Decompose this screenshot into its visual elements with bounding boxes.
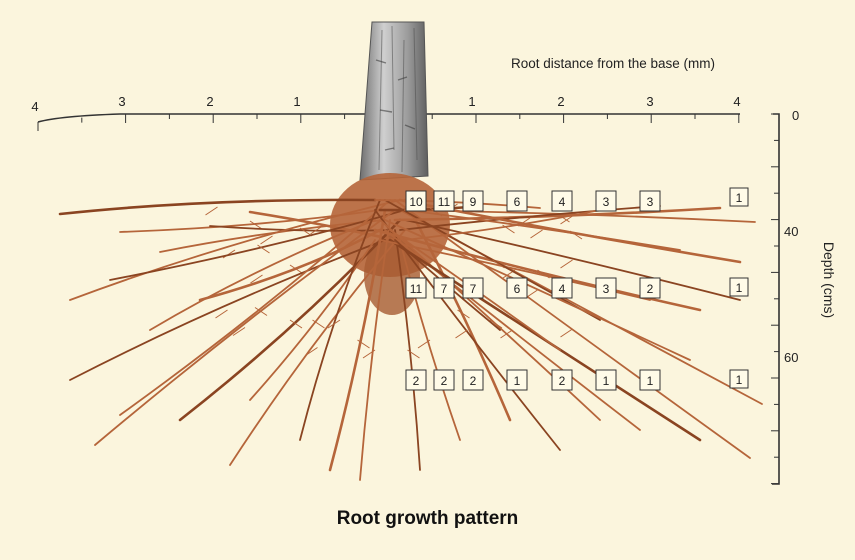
count-box: 2 (552, 370, 572, 390)
svg-text:4: 4 (559, 195, 566, 209)
svg-text:3: 3 (647, 195, 654, 209)
count-box: 2 (463, 370, 483, 390)
depth-tick-label: 0 (792, 108, 799, 123)
svg-text:4: 4 (559, 282, 566, 296)
depth-axis-minor-ticks (771, 114, 779, 484)
svg-text:1: 1 (514, 374, 521, 388)
count-box: 3 (596, 191, 616, 211)
svg-text:2: 2 (441, 374, 448, 388)
count-box: 3 (640, 191, 660, 211)
svg-text:2: 2 (559, 374, 566, 388)
svg-text:1: 1 (736, 281, 743, 295)
svg-text:7: 7 (441, 282, 448, 296)
root-lateral (216, 310, 228, 318)
tree-trunk (360, 22, 428, 180)
svg-text:7: 7 (470, 282, 477, 296)
root-strand (60, 200, 375, 214)
top-tick-label: 2 (206, 94, 213, 109)
count-box: 11 (434, 191, 454, 211)
depth-tick-label: 60 (784, 350, 798, 365)
count-box: 1 (596, 370, 616, 390)
svg-text:1: 1 (647, 374, 654, 388)
svg-text:3: 3 (603, 282, 610, 296)
count-box: 4 (552, 191, 572, 211)
count-box: 4 (552, 278, 572, 298)
count-box: 10 (406, 191, 426, 211)
svg-text:10: 10 (409, 195, 423, 209)
top-tick-label: 2 (557, 94, 564, 109)
count-box: 2 (434, 370, 454, 390)
svg-text:11: 11 (438, 195, 451, 209)
root-lateral (206, 207, 218, 215)
top-axis-title: Root distance from the base (mm) (511, 56, 715, 71)
count-box: 2 (406, 370, 426, 390)
count-box: 1 (730, 278, 748, 296)
depth-axis: 0 40 60 Depth (cms) (771, 108, 837, 484)
top-tick-label: 1 (468, 94, 475, 109)
svg-text:1: 1 (736, 373, 743, 387)
svg-text:2: 2 (413, 374, 420, 388)
count-box: 1 (730, 370, 748, 388)
count-box: 6 (507, 278, 527, 298)
count-box: 1 (507, 370, 527, 390)
svg-text:2: 2 (647, 282, 654, 296)
figure-caption: Root growth pattern (0, 508, 855, 530)
top-tick-label: 1 (293, 94, 300, 109)
root-lateral (531, 230, 543, 238)
count-box: 11 (406, 278, 426, 298)
svg-text:6: 6 (514, 195, 521, 209)
count-box: 7 (434, 278, 454, 298)
count-box: 2 (640, 278, 660, 298)
top-tick-label: 3 (118, 94, 125, 109)
top-tick-label: 4 (733, 94, 740, 109)
depth-axis-title: Depth (cms) (821, 242, 837, 318)
count-row-3: 2 2 2 1 2 1 1 1 (406, 370, 748, 390)
count-box: 9 (463, 191, 483, 211)
svg-text:1: 1 (603, 374, 610, 388)
svg-text:1: 1 (736, 191, 743, 205)
top-tick-label: 3 (646, 94, 653, 109)
depth-tick-label: 40 (784, 224, 798, 239)
root-system (60, 173, 762, 480)
root-lateral (456, 330, 468, 338)
root-lateral (561, 260, 573, 268)
root-lateral (408, 350, 420, 358)
svg-text:11: 11 (410, 282, 423, 296)
count-box: 3 (596, 278, 616, 298)
svg-text:6: 6 (514, 282, 521, 296)
root-lateral (561, 329, 573, 337)
svg-text:2: 2 (470, 374, 477, 388)
top-tick-label: 4 (31, 99, 38, 114)
svg-text:3: 3 (603, 195, 610, 209)
count-box: 7 (463, 278, 483, 298)
count-box: 1 (640, 370, 660, 390)
count-box: 1 (730, 188, 748, 206)
count-box: 6 (507, 191, 527, 211)
svg-text:9: 9 (470, 195, 477, 209)
